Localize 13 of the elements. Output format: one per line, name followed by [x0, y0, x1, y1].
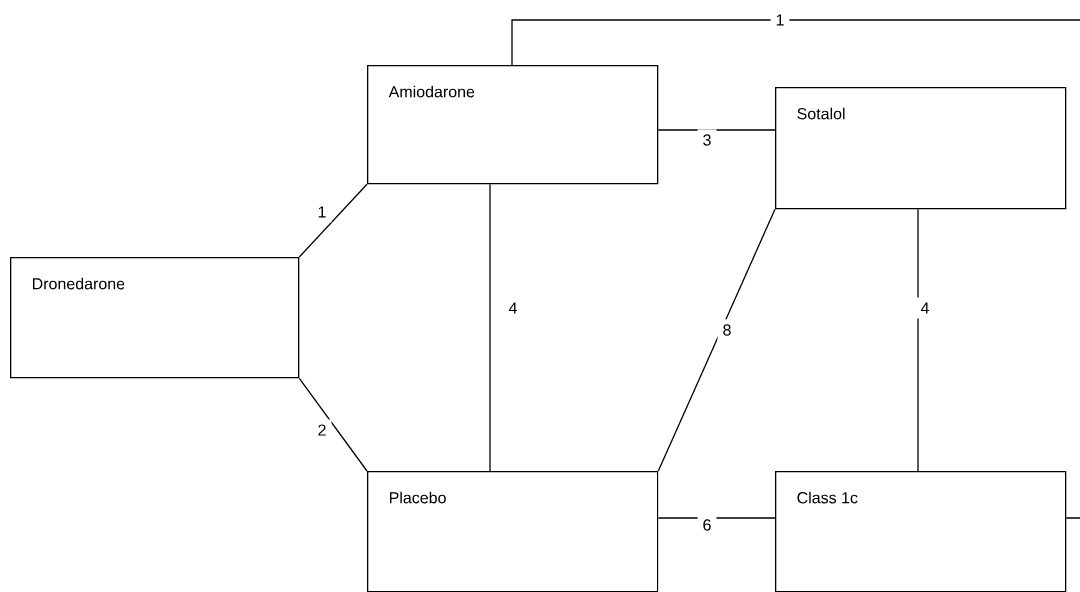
connector-line	[298, 377, 368, 472]
drug-box: Class 1c	[775, 471, 1067, 592]
connector-line	[657, 129, 776, 131]
drug-box: Amiodarone	[367, 65, 659, 185]
connector-line	[657, 208, 776, 472]
drug-box: Dronedarone	[10, 257, 300, 379]
connector-line	[298, 183, 368, 258]
connector-line	[917, 208, 919, 472]
connector-line	[657, 517, 776, 519]
drug-box: Sotalol	[775, 87, 1067, 210]
connector-line	[511, 19, 1080, 519]
drug-box: Placebo	[367, 471, 659, 592]
connector-line	[489, 183, 491, 472]
